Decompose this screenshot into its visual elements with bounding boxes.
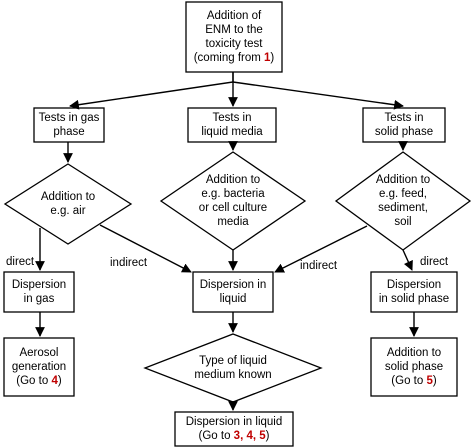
tests-liquid-line1: Tests in — [212, 112, 252, 124]
add-air-label: Addition to e.g. air — [18, 180, 118, 228]
tests-gas-line2: phase — [53, 126, 85, 138]
disp-solid-box — [370, 271, 458, 313]
reference-number: 5 — [426, 375, 433, 387]
disp-gas-line2: in gas — [23, 293, 55, 305]
tests-gas-label: Tests in gas phase — [34, 108, 104, 142]
disp-solid-label: Dispersion in solid phase — [371, 272, 457, 312]
edge-add-air-to-disp-liquid — [99, 224, 192, 273]
disp-liquid-label: Dispersion in liquid — [193, 272, 273, 312]
add-solid-label: Addition to solid phase (Go to 5) — [371, 338, 457, 396]
edge-addition-to-tests-gas — [69, 72, 234, 110]
disp-gas-box — [3, 271, 75, 313]
add-bacteria-line4: media — [217, 216, 249, 228]
disp-gas-label: Dispersion in gas — [4, 272, 74, 312]
add-bacteria-line2: e.g. bacteria — [201, 188, 265, 200]
addition-label: Addition of ENM to the toxicity test (co… — [186, 2, 282, 72]
aerosol-line3: (Go to 4) — [16, 375, 62, 387]
aerosol-label: Aerosol generation (Go to 4) — [4, 338, 74, 396]
disp-liquid2-box — [174, 411, 294, 447]
add-air-diamond — [3, 163, 133, 245]
aerosol-line1: Aerosol — [19, 347, 59, 359]
edge-label-indirect-left: indirect — [110, 257, 148, 269]
type-liquid-line1: Type of liquid — [199, 355, 267, 367]
addition-line3: toxicity test — [205, 38, 263, 50]
add-feed-line1: Addition to — [375, 174, 431, 186]
tests-gas-line1: Tests in gas — [38, 112, 100, 124]
add-bacteria-label: Addition to e.g. bacteria or cell cultur… — [173, 171, 293, 231]
edge-label-direct-left: direct — [6, 256, 35, 268]
add-solid-line1: Addition to — [386, 347, 442, 359]
tests-solid-line1: Tests in — [384, 112, 424, 124]
addition-line2: ENM to the — [205, 24, 263, 36]
tests-liquid-label: Tests in liquid media — [188, 108, 276, 142]
add-air-line1: Addition to — [40, 191, 96, 203]
reference-numbers: 3, 4, 5 — [233, 430, 266, 442]
disp-solid-line1: Dispersion — [386, 279, 442, 291]
reference-number: 4 — [51, 375, 58, 387]
edge-addition-to-tests-solid — [232, 81, 404, 110]
add-solid-line2: solid phase — [384, 361, 444, 373]
reference-number: 1 — [264, 52, 271, 64]
disp-liquid-box — [192, 271, 274, 313]
edge-add-feed-to-disp-solid — [402, 249, 413, 271]
edge-label-direct-right: direct — [420, 256, 449, 268]
edge-add-feed-to-disp-liquid — [274, 225, 368, 273]
tests-liquid-line2: liquid media — [201, 126, 263, 138]
tests-solid-box — [362, 107, 446, 143]
add-solid-box — [370, 337, 458, 397]
tests-solid-label: Tests in solid phase — [363, 108, 445, 142]
tests-gas-box — [33, 107, 105, 143]
disp-liquid-line2: liquid — [219, 293, 247, 305]
type-liquid-line2: medium known — [194, 369, 272, 381]
add-feed-line2: e.g. feed, — [379, 188, 427, 200]
add-feed-line4: soil — [394, 216, 412, 228]
tests-solid-line2: solid phase — [374, 126, 434, 138]
add-bacteria-line1: Addition to — [205, 174, 261, 186]
type-liquid-label: Type of liquid medium known — [173, 352, 293, 384]
disp-gas-line1: Dispersion — [11, 279, 67, 291]
disp-liquid2-label: Dispersion in liquid (Go to 3, 4, 5) — [175, 412, 293, 446]
aerosol-line2: generation — [11, 361, 67, 373]
disp-liquid-line1: Dispersion in — [199, 279, 267, 291]
add-feed-label: Addition to e.g. feed, sediment, soil — [353, 171, 453, 231]
add-air-line2: e.g. air — [50, 205, 86, 217]
disp-liquid2-line1: Dispersion in liquid — [185, 416, 283, 428]
aerosol-box — [3, 337, 75, 397]
addition-line1: Addition of — [206, 10, 262, 22]
disp-liquid2-line2: (Go to 3, 4, 5) — [198, 430, 270, 442]
edge-label-indirect-right: indirect — [300, 260, 338, 272]
addition-line4: (coming from 1) — [193, 52, 275, 64]
add-bacteria-line3: or cell culture — [198, 202, 268, 214]
addition-box — [185, 1, 283, 73]
disp-solid-line2: in solid phase — [378, 293, 450, 305]
add-feed-line3: sediment, — [378, 202, 428, 214]
add-solid-line3: (Go to 5) — [391, 375, 437, 387]
